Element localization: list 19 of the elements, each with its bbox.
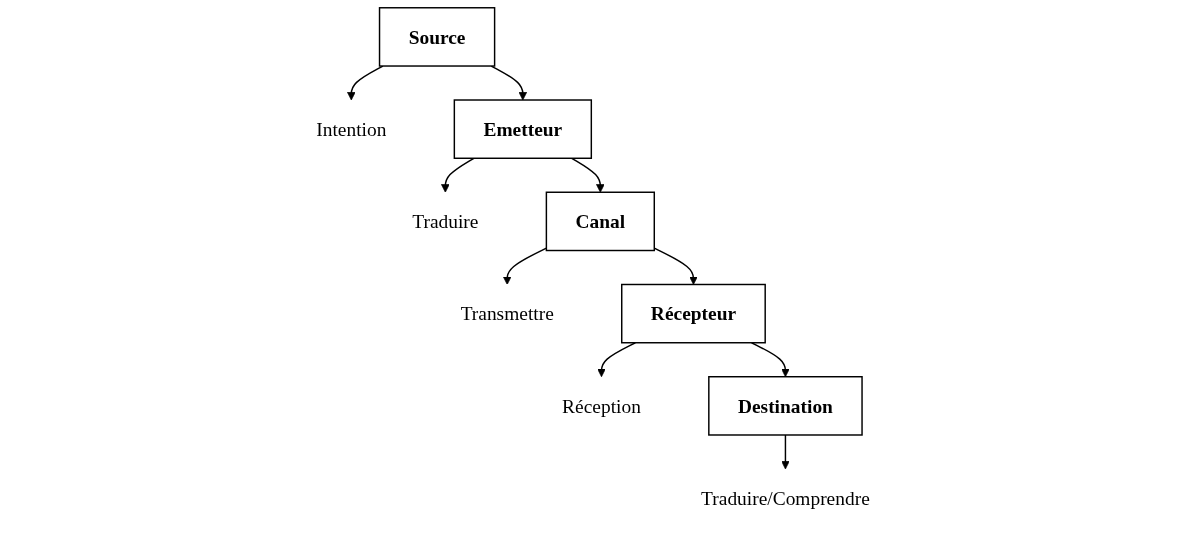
node-text: Traduire/Comprendre <box>701 487 870 509</box>
node-box: Récepteur <box>621 283 766 344</box>
arrow <box>750 342 790 378</box>
node-text: Traduire <box>412 210 479 233</box>
arrow <box>502 247 548 285</box>
arrow <box>781 434 790 470</box>
arrow <box>597 342 637 378</box>
arrow <box>653 247 698 285</box>
node-box: Canal <box>545 191 655 252</box>
arrow <box>347 65 384 101</box>
node-text: Transmettre <box>460 302 554 325</box>
node-box: Destination <box>708 376 863 436</box>
arrow <box>490 65 528 101</box>
arrow <box>441 157 475 193</box>
node-box: Source <box>378 7 496 67</box>
arrow <box>571 157 605 193</box>
node-box: Emetteur <box>453 99 593 159</box>
node-text: Intention <box>316 118 387 140</box>
node-text: Réception <box>562 395 641 417</box>
